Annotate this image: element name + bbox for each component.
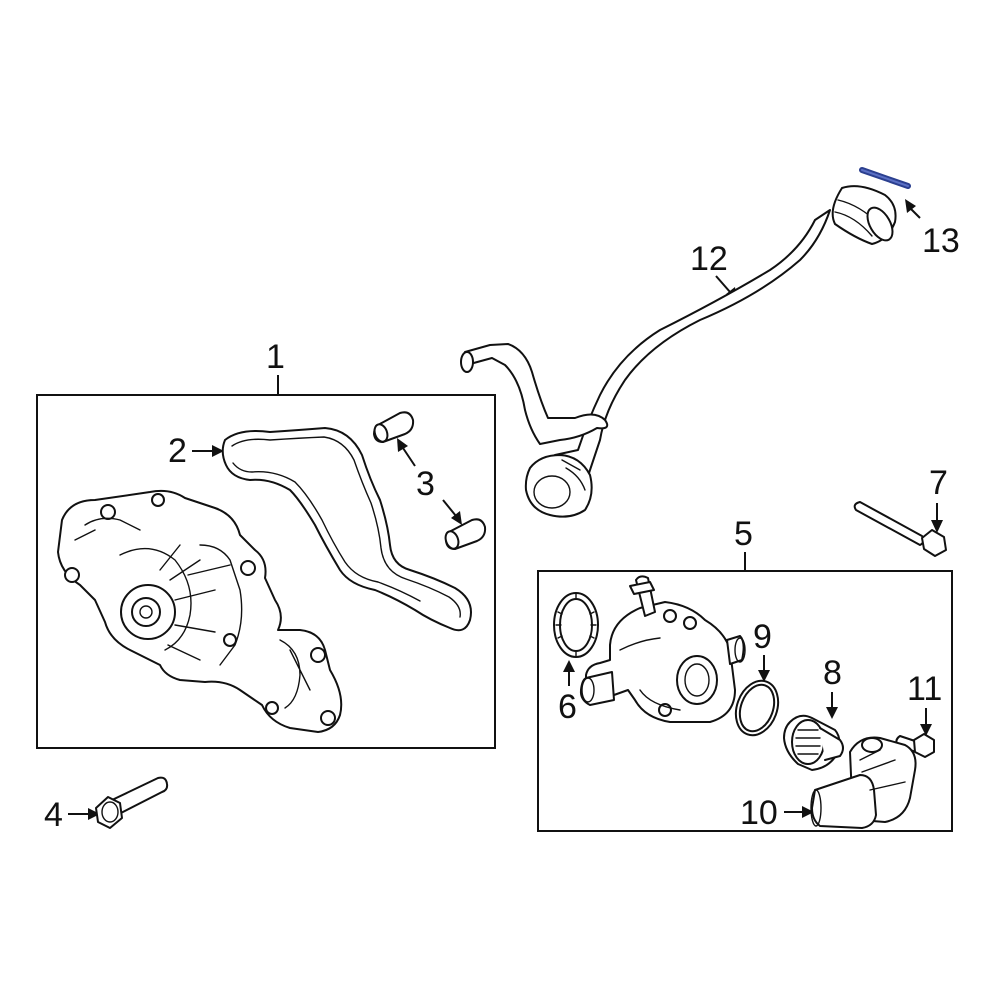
arrow-3b [451, 511, 462, 525]
mounting-bolt-4[interactable] [95, 776, 169, 829]
callout-8: 8 [823, 654, 842, 692]
arrow-7 [931, 520, 943, 533]
ring-seal-6[interactable] [553, 592, 599, 658]
water-pump[interactable] [57, 489, 343, 733]
housing-bolt-11[interactable] [895, 733, 935, 758]
coolant-outlet-10[interactable] [810, 736, 917, 829]
callout-13: 13 [922, 222, 960, 260]
callout-2: 2 [168, 432, 187, 470]
thermostat-8[interactable] [783, 714, 844, 771]
callout-4: 4 [44, 796, 63, 834]
callout-12: 12 [690, 240, 728, 278]
arrow-8 [826, 707, 838, 719]
arrow-11 [920, 724, 932, 736]
callout-3: 3 [416, 465, 435, 503]
dowel-pin-lower[interactable] [443, 518, 487, 550]
thermostat-housing[interactable] [579, 575, 746, 723]
arrow-10 [802, 806, 814, 818]
long-bolt-7[interactable] [853, 501, 947, 557]
callout-1: 1 [266, 338, 285, 376]
callout-11: 11 [907, 670, 942, 708]
arrow-6 [563, 660, 575, 672]
drive-belt[interactable] [221, 427, 472, 632]
callout-7: 7 [929, 464, 948, 502]
leader-13 [909, 207, 921, 219]
arrow-9 [758, 670, 770, 682]
callout-9: 9 [753, 618, 772, 656]
leader-12 [715, 275, 731, 293]
callout-6: 6 [558, 688, 577, 726]
arrow-13 [905, 199, 916, 213]
leader-3b [442, 499, 457, 517]
arrow-4 [88, 808, 100, 820]
dowel-pin-upper[interactable] [372, 411, 415, 443]
group-1-frame [36, 394, 496, 749]
o-ring-gasket-9[interactable] [729, 675, 786, 741]
callout-5: 5 [734, 515, 753, 553]
coolant-hose[interactable] [460, 185, 898, 518]
leader-3a [402, 447, 416, 467]
hose-o-ring-highlighted[interactable] [859, 167, 911, 189]
callout-10: 10 [740, 794, 778, 832]
arrow-2 [212, 445, 224, 457]
arrow-3a [397, 438, 408, 452]
